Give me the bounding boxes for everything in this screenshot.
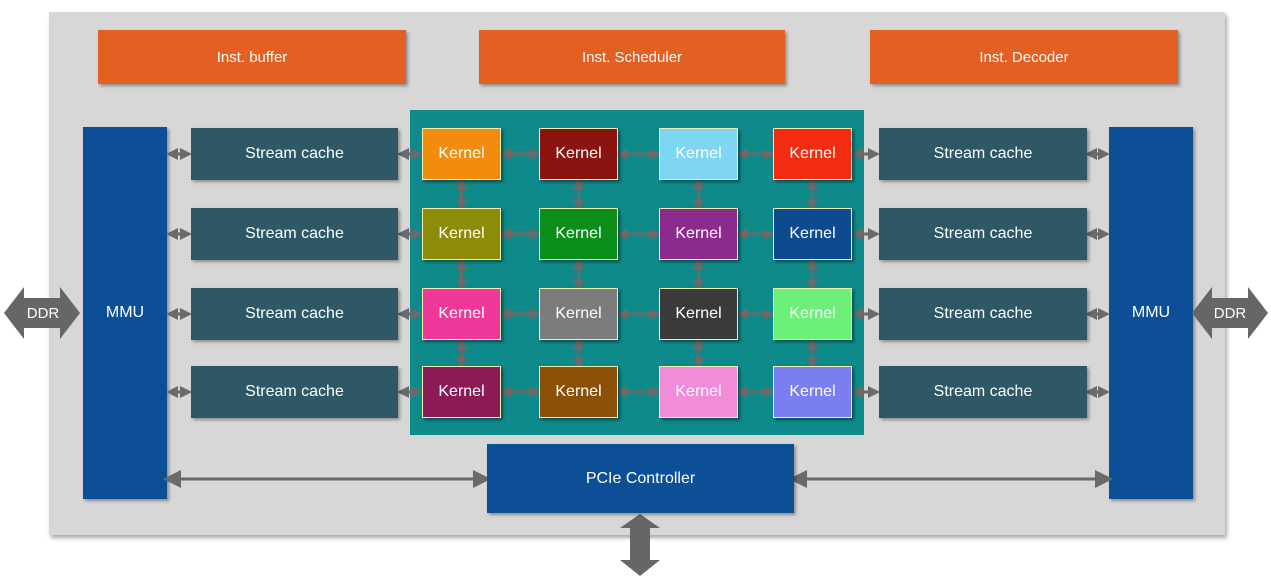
kernel-r2-c3[interactable]: Kernel [659,208,738,260]
ddr-right-arrow [1192,287,1268,339]
ddr-left-label: DDR [26,304,60,322]
kernel-r4-c3[interactable]: Kernel [659,366,738,418]
kernel-r1-c4[interactable]: Kernel [773,128,852,180]
ddr-left-arrow [4,287,80,339]
stream-cache-left-3[interactable]: Stream cache [191,288,398,340]
kernel-r2-c2[interactable]: Kernel [539,208,618,260]
stream-cache-right-4[interactable]: Stream cache [879,366,1087,418]
kernel-r4-c4[interactable]: Kernel [773,366,852,418]
ddr-right-label: DDR [1213,304,1247,322]
kernel-r1-c1[interactable]: Kernel [422,128,501,180]
kernel-r3-c2[interactable]: Kernel [539,288,618,340]
inst-buffer-block[interactable]: Inst. buffer [98,30,406,84]
pcie-host-arrow [620,514,660,576]
stream-cache-left-4[interactable]: Stream cache [191,366,398,418]
inst-decoder-block[interactable]: Inst. Decoder [870,30,1178,84]
mmu-right[interactable]: MMU [1109,127,1193,499]
inst-scheduler-block[interactable]: Inst. Scheduler [479,30,785,84]
pcie-controller[interactable]: PCIe Controller [487,444,794,513]
kernel-r4-c1[interactable]: Kernel [422,366,501,418]
kernel-r2-c1[interactable]: Kernel [422,208,501,260]
kernel-r4-c2[interactable]: Kernel [539,366,618,418]
kernel-r1-c2[interactable]: Kernel [539,128,618,180]
kernel-r2-c4[interactable]: Kernel [773,208,852,260]
stream-cache-right-1[interactable]: Stream cache [879,128,1087,180]
stream-cache-left-2[interactable]: Stream cache [191,208,398,260]
kernel-r3-c4[interactable]: Kernel [773,288,852,340]
kernel-r1-c3[interactable]: Kernel [659,128,738,180]
mmu-left[interactable]: MMU [83,127,167,499]
stream-cache-left-1[interactable]: Stream cache [191,128,398,180]
kernel-r3-c1[interactable]: Kernel [422,288,501,340]
kernel-r3-c3[interactable]: Kernel [659,288,738,340]
stream-cache-right-3[interactable]: Stream cache [879,288,1087,340]
stream-cache-right-2[interactable]: Stream cache [879,208,1087,260]
